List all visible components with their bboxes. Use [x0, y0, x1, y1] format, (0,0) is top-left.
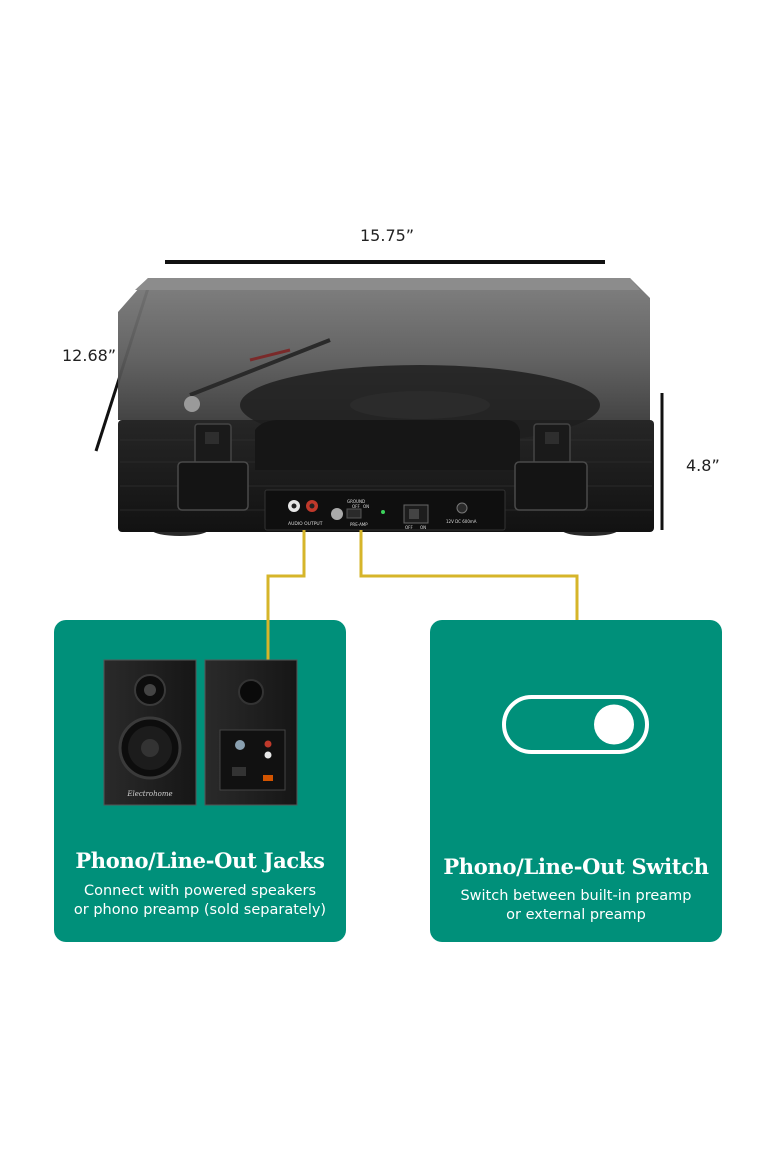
right-hinge: [514, 423, 588, 511]
left-hinge: [177, 423, 249, 511]
ground-screw: [331, 508, 343, 520]
dc-jack: [456, 502, 468, 514]
dust-cover-lid: [118, 278, 650, 470]
switch-desc-line-1: Switch between built-in preamp: [460, 888, 692, 904]
ground-text: GROUND: [347, 499, 365, 504]
jacks-connector-line: [266, 530, 306, 738]
preamp-label-text: PRE-AMP: [350, 522, 368, 527]
preamp-switch: [346, 508, 362, 519]
height-dimension-label: 4.8”: [686, 456, 720, 475]
jacks-desc-line-1: Connect with powered speakers: [83, 883, 317, 899]
switch-desc-line-2: or external preamp: [506, 907, 646, 923]
dc-spec-text: 12V DC 600mA: [446, 519, 477, 524]
power-off-text: OFF: [405, 525, 413, 530]
connector-lines: [266, 530, 579, 738]
switch-card-description: Switch between built-in preamp or extern…: [430, 887, 722, 925]
toggle-switch-icon: [502, 695, 649, 754]
rear-connector-panel: AUDIO OUTPUT GROUND OFF ON PRE-AMP OFF O…: [264, 489, 506, 531]
speaker-back: [204, 659, 298, 806]
jacks-card-title: Phono/Line-Out Jacks: [75, 848, 325, 873]
switch-card: [430, 620, 722, 942]
power-on-text: ON: [420, 525, 426, 530]
preamp-on-text: ON: [363, 504, 369, 509]
speaker-front: Electrohome: [103, 659, 197, 806]
depth-dimension-label: 12.68”: [62, 346, 117, 365]
speaker-brand-text: Electrohome: [126, 790, 172, 798]
audio-output-text: AUDIO OUTPUT: [288, 521, 323, 527]
switch-card-title: Phono/Line-Out Switch: [443, 854, 709, 879]
jacks-desc-line-2: or phono preamp (sold separately): [73, 902, 327, 918]
width-dimension-label: 15.75”: [360, 226, 415, 245]
preamp-off-text: OFF: [352, 504, 360, 509]
jacks-card-description: Connect with powered speakers or phono p…: [54, 882, 346, 920]
switch-connector-line: [359, 530, 579, 620]
